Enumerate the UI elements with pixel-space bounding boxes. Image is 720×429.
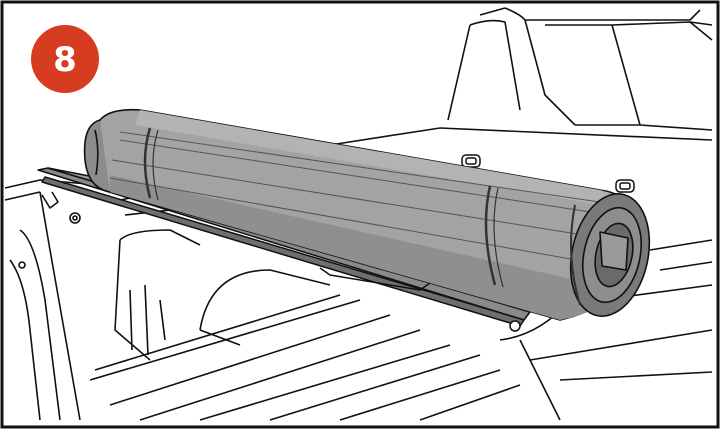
- step-badge-circle: [31, 25, 99, 93]
- step-number: 8: [53, 40, 77, 80]
- rolled-tonneau-cover: [83, 108, 651, 321]
- step-badge: 8: [31, 25, 99, 93]
- truck-cab: [329, 7, 713, 146]
